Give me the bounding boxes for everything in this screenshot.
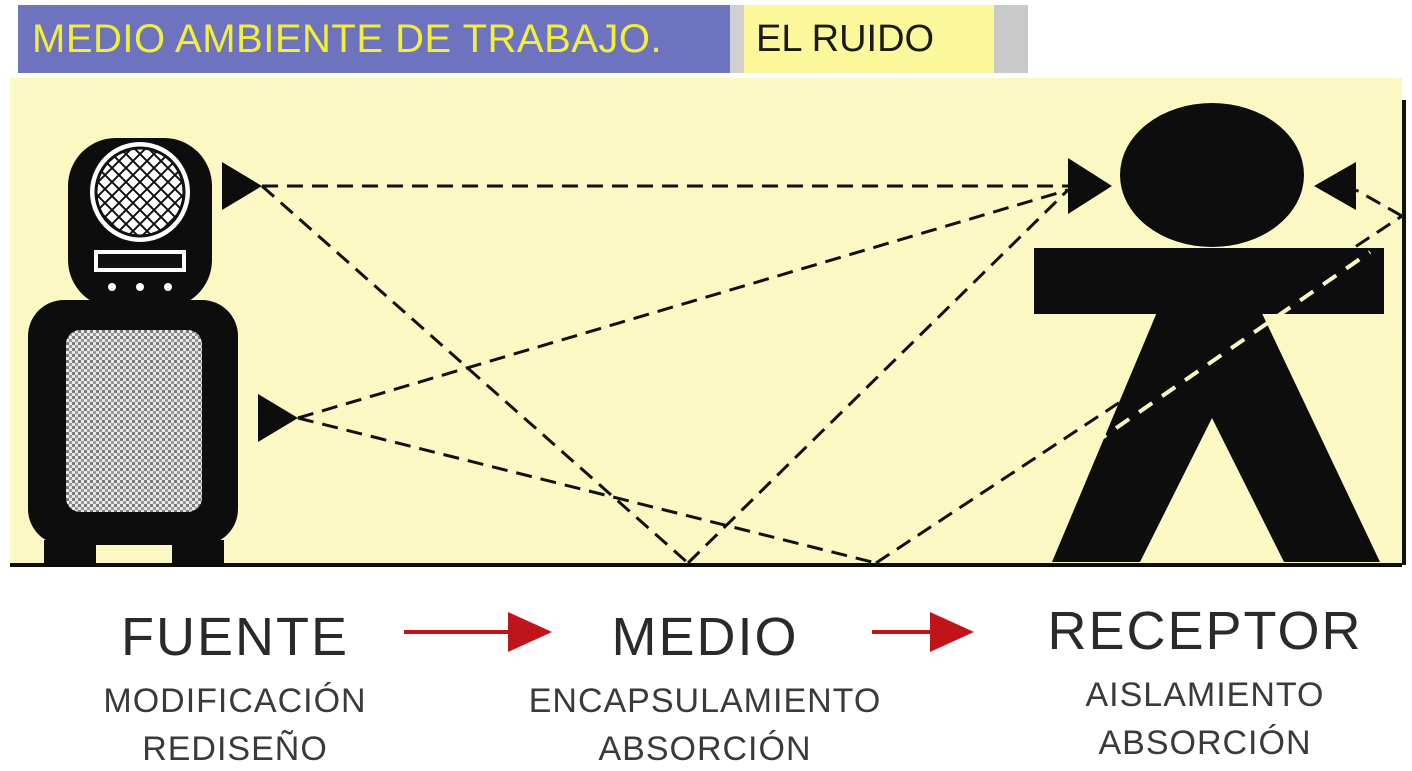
incoming-arrow-left [1068, 158, 1112, 214]
page-subtitle: EL RUIDO [744, 5, 994, 73]
title-banner: MEDIO AMBIENTE DE TRABAJO. EL RUIDO [18, 5, 1028, 73]
incoming-arrow-right [1314, 162, 1356, 210]
stage-receiver-title: RECEPTOR [1047, 601, 1363, 661]
stage-medium-line1: ENCAPSULAMIENTO [528, 682, 882, 720]
stage-receiver-line2: ABSORCIÓN [1098, 724, 1312, 762]
title-divider [730, 5, 744, 73]
stage-medium-title: MEDIO [611, 607, 799, 667]
emitter-upper [222, 162, 262, 210]
title-end-block [994, 5, 1028, 73]
radio-icon [28, 138, 238, 565]
stage-source-title: FUENTE [121, 607, 349, 667]
page-title: MEDIO AMBIENTE DE TRABAJO. [18, 5, 730, 73]
sound-path-through-person [1068, 250, 1372, 462]
stage-source-line1: MODIFICACIÓN [103, 682, 367, 720]
stage-source-line2: REDISEÑO [142, 730, 328, 768]
stage-receiver-line1: AISLAMIENTO [1085, 676, 1325, 714]
stage-medium-line2: ABSORCIÓN [598, 730, 812, 768]
emitter-lower [258, 394, 298, 442]
